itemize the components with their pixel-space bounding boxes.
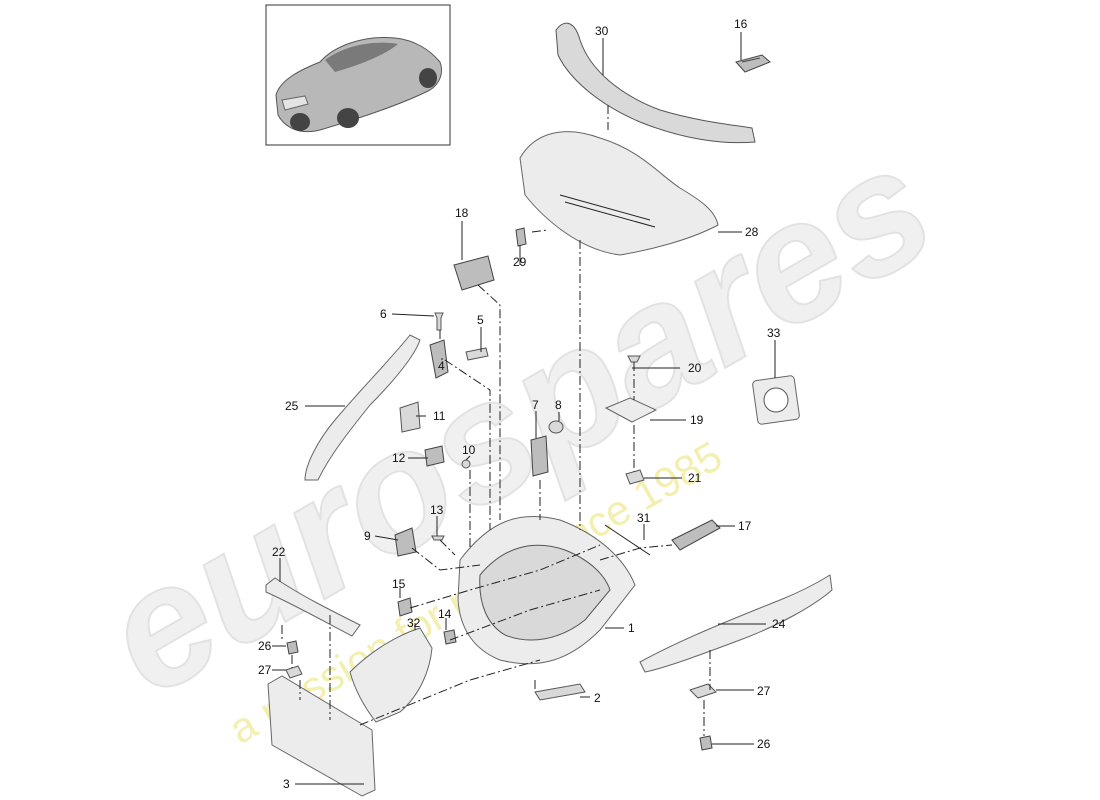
part-10-nut (461, 459, 471, 469)
leader-lines (272, 32, 776, 785)
callout-24: 24 (772, 617, 786, 631)
callout-21: 20 (688, 361, 702, 375)
part-1-tub-inner (479, 544, 611, 641)
part-28-bulkhead (519, 131, 719, 256)
part-26-clip-left (286, 640, 299, 655)
part-33-flange (752, 375, 800, 425)
part-26-clip-right (699, 735, 713, 751)
part-25-trim (304, 334, 421, 481)
callout-3: 3 (283, 777, 290, 791)
part-3-liner (267, 675, 376, 797)
callout-15: 15 (392, 577, 406, 591)
callout-25: 25 (285, 399, 299, 413)
callout-14: 14 (438, 607, 452, 621)
part-27-clip-left (285, 665, 303, 679)
part-18-box (453, 255, 495, 291)
callout-29: 29 (513, 255, 527, 269)
part-32-panel (349, 627, 433, 723)
callout-28: 28 (745, 225, 759, 239)
part-5-plate (465, 347, 489, 361)
callout-33: 33 (767, 326, 781, 340)
part-19-unit (604, 397, 658, 423)
part-9-hinge (394, 527, 417, 557)
part-16-clip (735, 54, 771, 73)
callout-27-left: 27 (258, 663, 272, 677)
callout-12: 12 (392, 451, 406, 465)
callout-5: 5 (477, 313, 484, 327)
callout-2: 2 (594, 691, 601, 705)
part-2-strip (534, 683, 586, 701)
callout-9: 9 (364, 529, 371, 543)
callout-26-right: 26 (757, 737, 771, 751)
callout-17: 17 (738, 519, 752, 533)
car-coupe-icon (275, 36, 443, 133)
part-27-clip-right (689, 683, 717, 699)
part-13-screw (431, 535, 445, 541)
part-14-clip (443, 629, 457, 645)
callout-11: 11 (433, 409, 446, 423)
callout-18: 18 (455, 206, 469, 220)
callout-26-left: 26 (258, 639, 272, 653)
callout-16: 16 (734, 17, 748, 31)
part-20-clip (625, 469, 645, 485)
part-7-switch (530, 435, 549, 477)
part-28-grille (559, 194, 656, 228)
car-thumbnail (265, 4, 451, 146)
assembly-lines (281, 105, 711, 736)
part-11-holder (399, 401, 421, 433)
callout-6: 6 (380, 307, 387, 321)
part-15-clip (397, 597, 413, 617)
callout-7: 7 (532, 398, 539, 412)
callout-13: 13 (430, 503, 444, 517)
part-21-grommet (627, 355, 641, 363)
part-30-cowl (555, 22, 756, 144)
part-6-bolt (434, 312, 444, 331)
part-12-latch (424, 445, 445, 467)
callout-8: 8 (555, 398, 562, 412)
callout-10: 10 (462, 443, 476, 457)
part-29-bracket (515, 227, 527, 247)
part-8-cap (548, 420, 564, 434)
callout-31: 31 (637, 511, 651, 525)
callout-4: 4 (438, 359, 445, 373)
callout-22: 22 (272, 545, 286, 559)
callout-30: 30 (595, 24, 609, 38)
callout-1: 1 (628, 621, 635, 635)
callout-20: 21 (688, 471, 702, 485)
part-17-handle (671, 519, 721, 551)
part-4-bracket (429, 339, 449, 379)
part-31-rod (604, 524, 651, 556)
callout-32: 32 (407, 616, 421, 630)
part-22-sill (265, 577, 361, 637)
callouts: 30 16 18 29 28 6 5 4 20 33 25 11 7 8 19 … (258, 17, 786, 791)
callout-19: 19 (690, 413, 704, 427)
callout-27-right: 27 (757, 684, 771, 698)
